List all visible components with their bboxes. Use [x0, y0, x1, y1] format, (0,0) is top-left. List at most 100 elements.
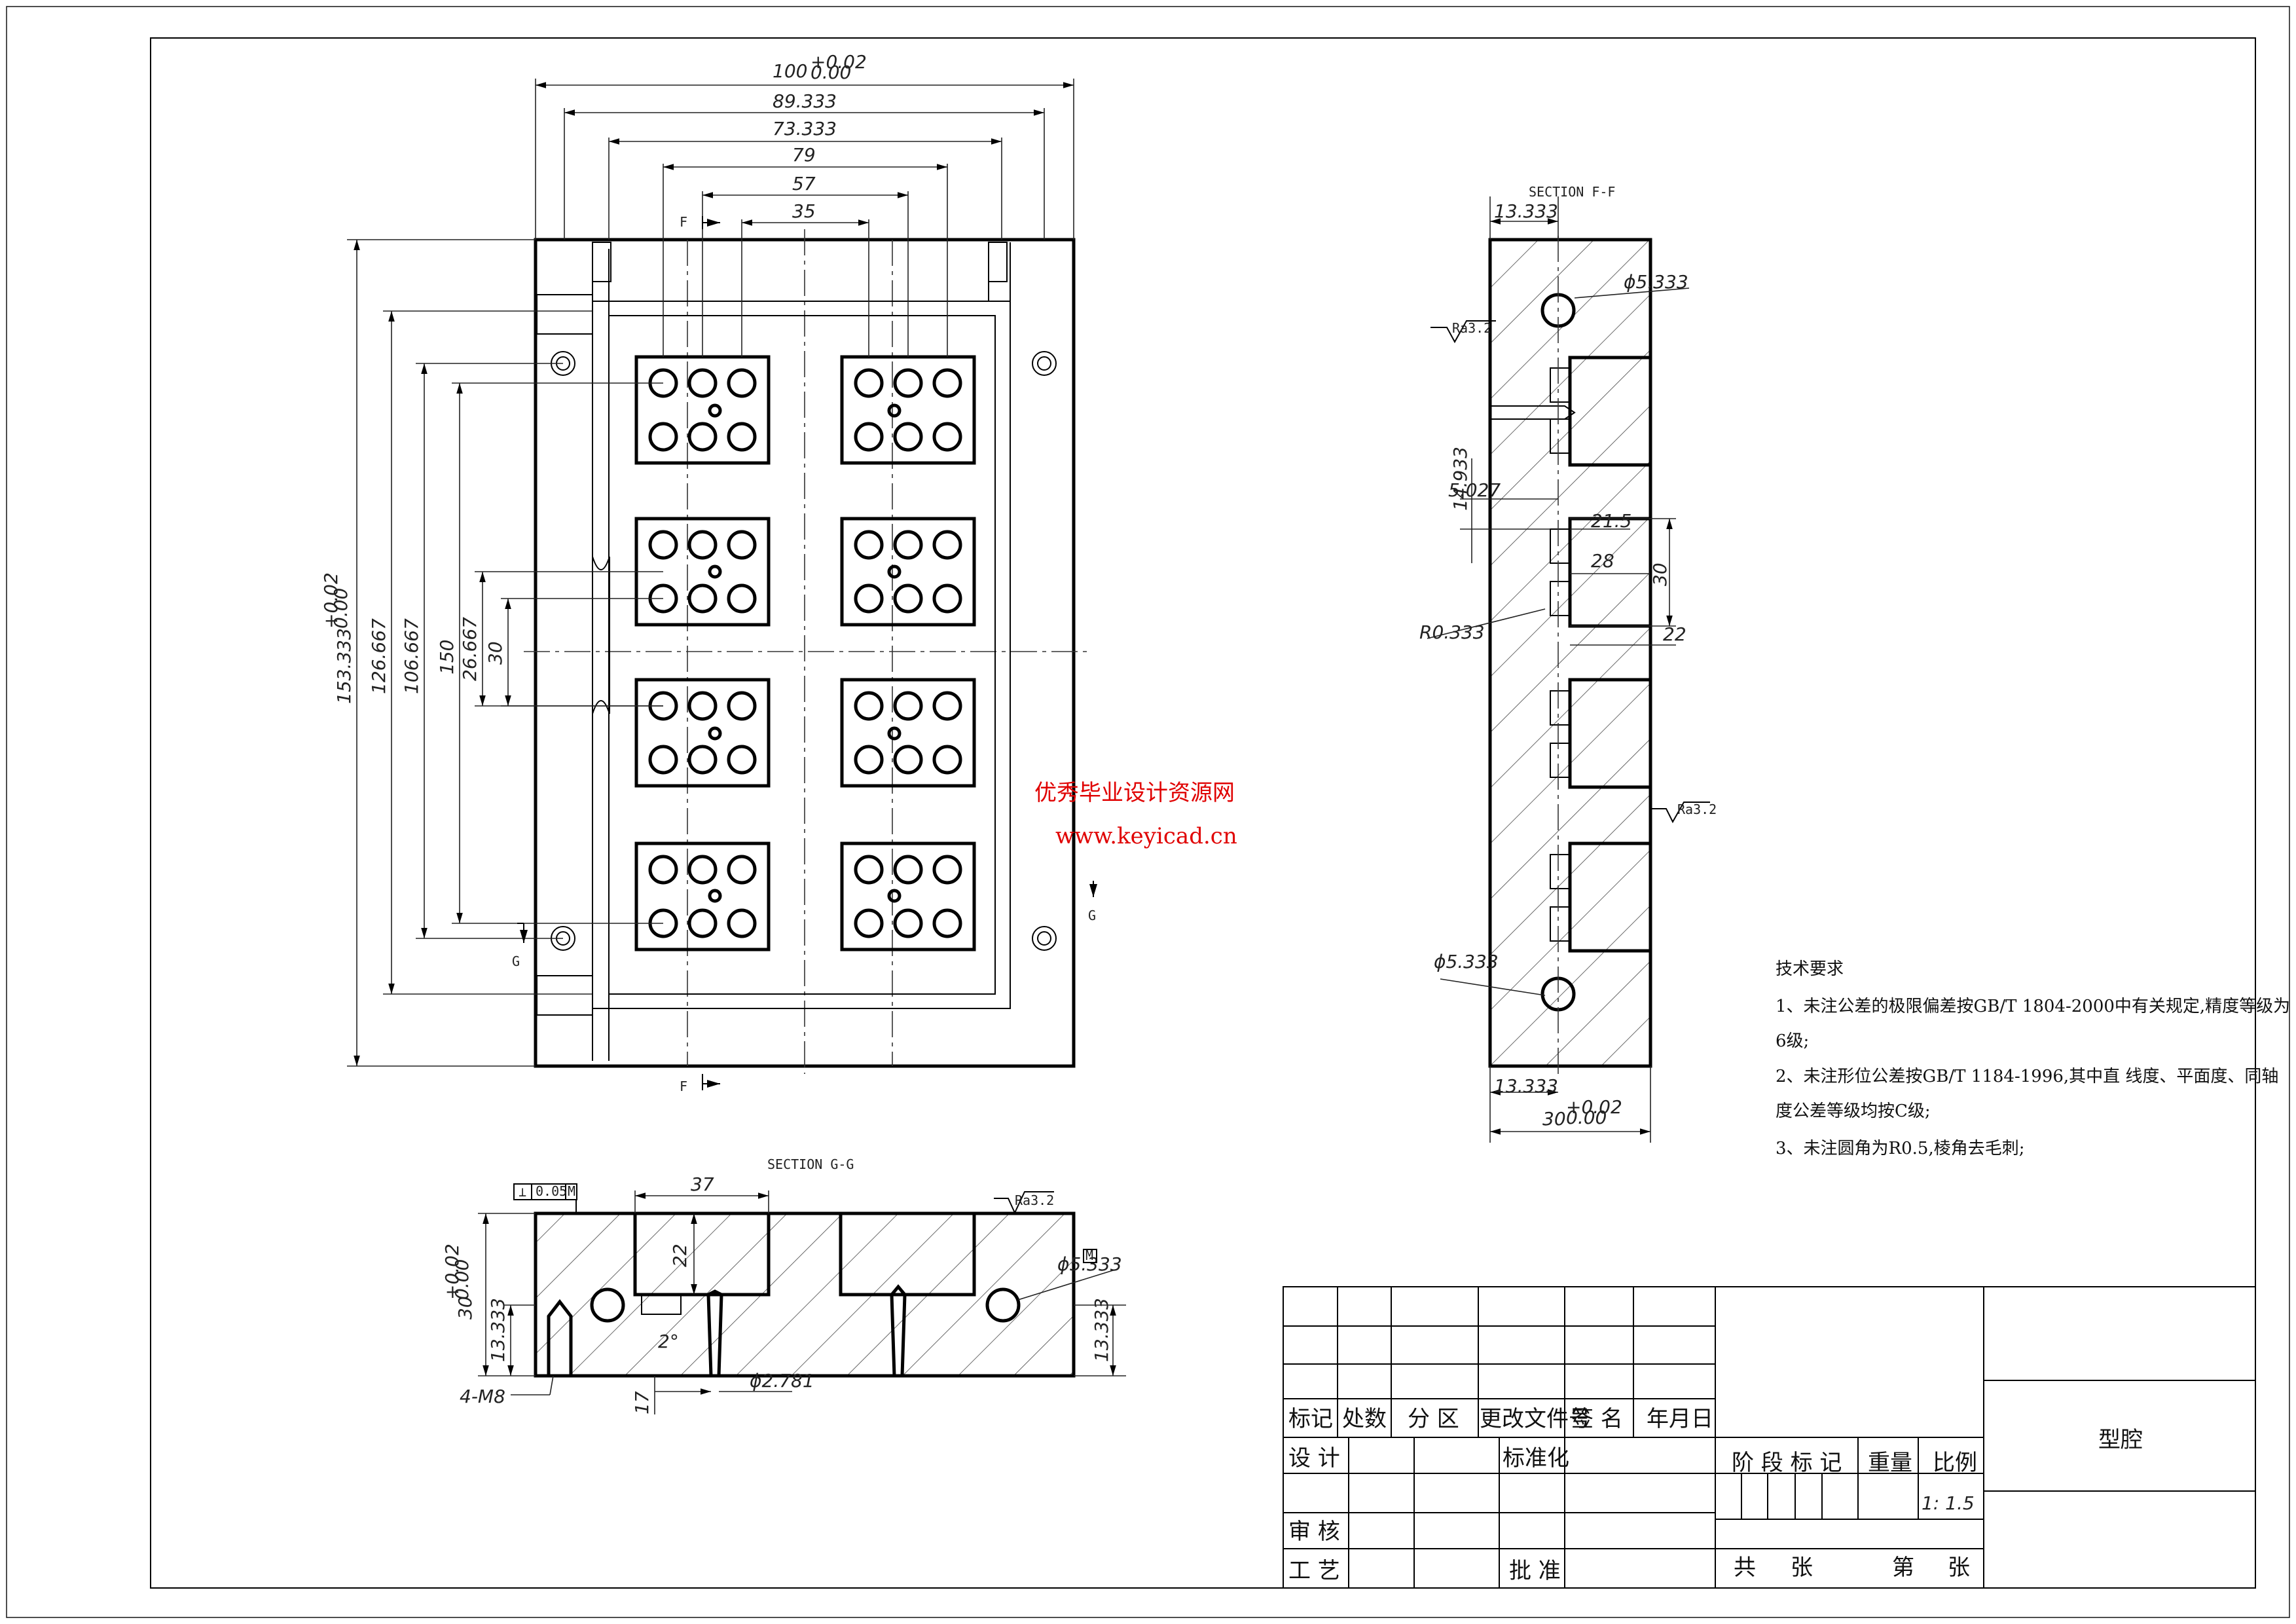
dim-100: 100 — [773, 60, 807, 82]
section-gg-title: SECTION G-G — [767, 1156, 854, 1172]
tb-header-change-doc: 更改文件号 — [1480, 1406, 1591, 1432]
guide-hole-br — [1032, 926, 1057, 951]
tb-stage-mark: 阶 段 标 记 — [1732, 1450, 1842, 1476]
ff-dim-13333-bottom: 13.333 — [1494, 1075, 1558, 1097]
cavity-block — [840, 841, 976, 951]
tb-review: 审 核 — [1288, 1519, 1340, 1545]
dim-106667: 106.667 — [401, 618, 422, 694]
gg-thread-callout: 4-M8 — [460, 1386, 505, 1407]
ff-dim-hole-top: ϕ5.333 — [1624, 271, 1688, 293]
cooling-channel — [592, 301, 1011, 1009]
tol-lower: 0.00 — [451, 1259, 473, 1300]
gg-dim-22: 22 — [669, 1244, 691, 1267]
ff-dim-30: 30 — [1649, 563, 1671, 586]
ff-dim-22: 22 — [1663, 623, 1686, 645]
gg-dim-17: 17 — [631, 1391, 653, 1414]
section-marker-g-right: G — [1088, 908, 1096, 923]
section-marker-f-bottom: F — [680, 1079, 687, 1094]
cavity-block — [840, 355, 976, 465]
tb-header-zone: 分 区 — [1408, 1406, 1459, 1432]
ff-dim-14933: 14.933 — [1449, 447, 1471, 511]
dim-73333: 73.333 — [773, 118, 837, 139]
tb-total-sheets: 共 — [1734, 1555, 1756, 1581]
gg-dim-30: 30 — [454, 1296, 476, 1320]
ff-dim-28: 28 — [1591, 550, 1614, 572]
section-g-g: SECTION G-G 37 22 30 +0.02 — [441, 1156, 1126, 1414]
ff-dim-21-5: 21.5 — [1591, 510, 1631, 532]
tol-lower: 0.00 — [811, 62, 851, 83]
dim-26667: 26.667 — [459, 617, 481, 681]
datum-m: M — [1085, 1247, 1093, 1263]
roughness-ra32: Ra3.2 — [1677, 802, 1717, 817]
ff-dim-hole-bottom: ϕ5.333 — [1434, 951, 1499, 972]
front-view: 100 +0.02 0.00 89.333 73.333 79 57 35 15… — [320, 51, 1097, 1094]
flatness-value: 0.05 — [536, 1183, 567, 1199]
tb-part-name: 型腔 — [2098, 1427, 2143, 1453]
sheet-outer-border — [6, 6, 2290, 1618]
tol-lower: 0.00 — [1566, 1107, 1607, 1128]
tb-header-date: 年月日 — [1647, 1406, 1713, 1432]
tb-header-signature: 签 名 — [1571, 1406, 1623, 1432]
ff-dim-30-total: 30 — [1542, 1108, 1566, 1130]
section-ff-title: SECTION F-F — [1529, 184, 1615, 200]
cavity-block — [634, 678, 771, 788]
tb-header-mark: 标记 — [1288, 1406, 1333, 1432]
gg-dim-13333-right: 13.333 — [1091, 1298, 1112, 1362]
cavity-block — [840, 678, 976, 788]
dim-153333: 153.333 — [333, 628, 355, 704]
tech-note-line: 3、未注圆角为R0.5,棱角去毛刺; — [1776, 1139, 2025, 1158]
tb-weight: 重量 — [1868, 1450, 1912, 1476]
gg-dim-37: 37 — [691, 1173, 714, 1195]
tb-design: 设 计 — [1288, 1445, 1340, 1471]
watermark-site-name: 优秀毕业设计资源网 — [1034, 780, 1235, 806]
tb-process: 工 艺 — [1288, 1558, 1340, 1584]
dim-126667: 126.667 — [368, 618, 390, 694]
tol-lower: 0.00 — [330, 588, 352, 629]
tb-sheet-no: 第 — [1892, 1555, 1914, 1581]
tech-notes-heading: 技术要求 — [1776, 959, 1844, 979]
technical-requirements: 技术要求 1、未注公差的极限偏差按GB/T 1804-2000中有关规定,精度等… — [1776, 959, 2290, 1158]
tol-upper: +0.02 — [441, 1244, 463, 1300]
tb-sheets-unit: 张 — [1791, 1555, 1813, 1581]
gg-dim-13333-left: 13.333 — [487, 1298, 509, 1362]
tb-scale-value: 1: 1.5 — [1922, 1492, 1975, 1514]
dim-150: 150 — [436, 640, 458, 674]
section-f-f: SECTION F-F — [1419, 184, 1717, 1143]
gg-dim-gate: ϕ2.781 — [750, 1370, 814, 1392]
dim-30: 30 — [484, 641, 506, 665]
tb-sheet-unit: 张 — [1948, 1555, 1970, 1581]
cavity-block — [634, 355, 771, 465]
tol-upper: +0.02 — [320, 572, 342, 629]
flatness-symbol: ⊥ — [519, 1184, 526, 1200]
tb-standardize: 标准化 — [1503, 1445, 1569, 1471]
ff-dim-13333-top: 13.333 — [1494, 200, 1558, 222]
watermark-url: www.keyicad.cn — [1055, 823, 1237, 849]
tb-scale: 比例 — [1933, 1450, 1977, 1476]
guide-hole-tr — [1032, 351, 1057, 376]
dim-89333: 89.333 — [773, 90, 837, 112]
roughness-ra32: Ra3.2 — [1015, 1192, 1054, 1208]
tb-approve: 批 准 — [1509, 1558, 1561, 1584]
gg-dim-angle: 2° — [658, 1331, 679, 1352]
roughness-ra32: Ra3.2 — [1452, 320, 1491, 336]
drawing-frame — [150, 37, 2256, 1589]
dim-35: 35 — [792, 200, 816, 222]
dim-57: 57 — [792, 173, 816, 194]
tech-note-line: 度公差等级均按C级; — [1776, 1101, 1931, 1121]
gg-dim-hole: ϕ5.333 — [1057, 1253, 1122, 1275]
flatness-datum: M — [568, 1183, 575, 1199]
tech-note-line: 6级; — [1776, 1031, 1809, 1051]
cavity-block — [634, 841, 771, 951]
tol-upper: +0.02 — [811, 51, 867, 73]
tech-note-line: 1、未注公差的极限偏差按GB/T 1804-2000中有关规定,精度等级为 — [1776, 997, 2290, 1016]
ff-dim-radius: R0.333 — [1419, 621, 1485, 643]
tech-note-line: 2、未注形位公差按GB/T 1184-1996,其中直 线度、平面度、同轴 — [1776, 1067, 2278, 1086]
cavity-block — [840, 517, 976, 627]
section-marker-g-left: G — [512, 953, 520, 969]
ff-dim-5027: 5.027 — [1448, 479, 1501, 501]
tb-header-count: 处数 — [1342, 1406, 1387, 1432]
dim-79: 79 — [792, 144, 816, 166]
title-block: 标记 处数 分 区 更改文件号 签 名 年月日 设 计 标准化 审 核 工 艺 … — [1283, 1286, 2256, 1589]
tol-upper: +0.02 — [1566, 1096, 1622, 1118]
